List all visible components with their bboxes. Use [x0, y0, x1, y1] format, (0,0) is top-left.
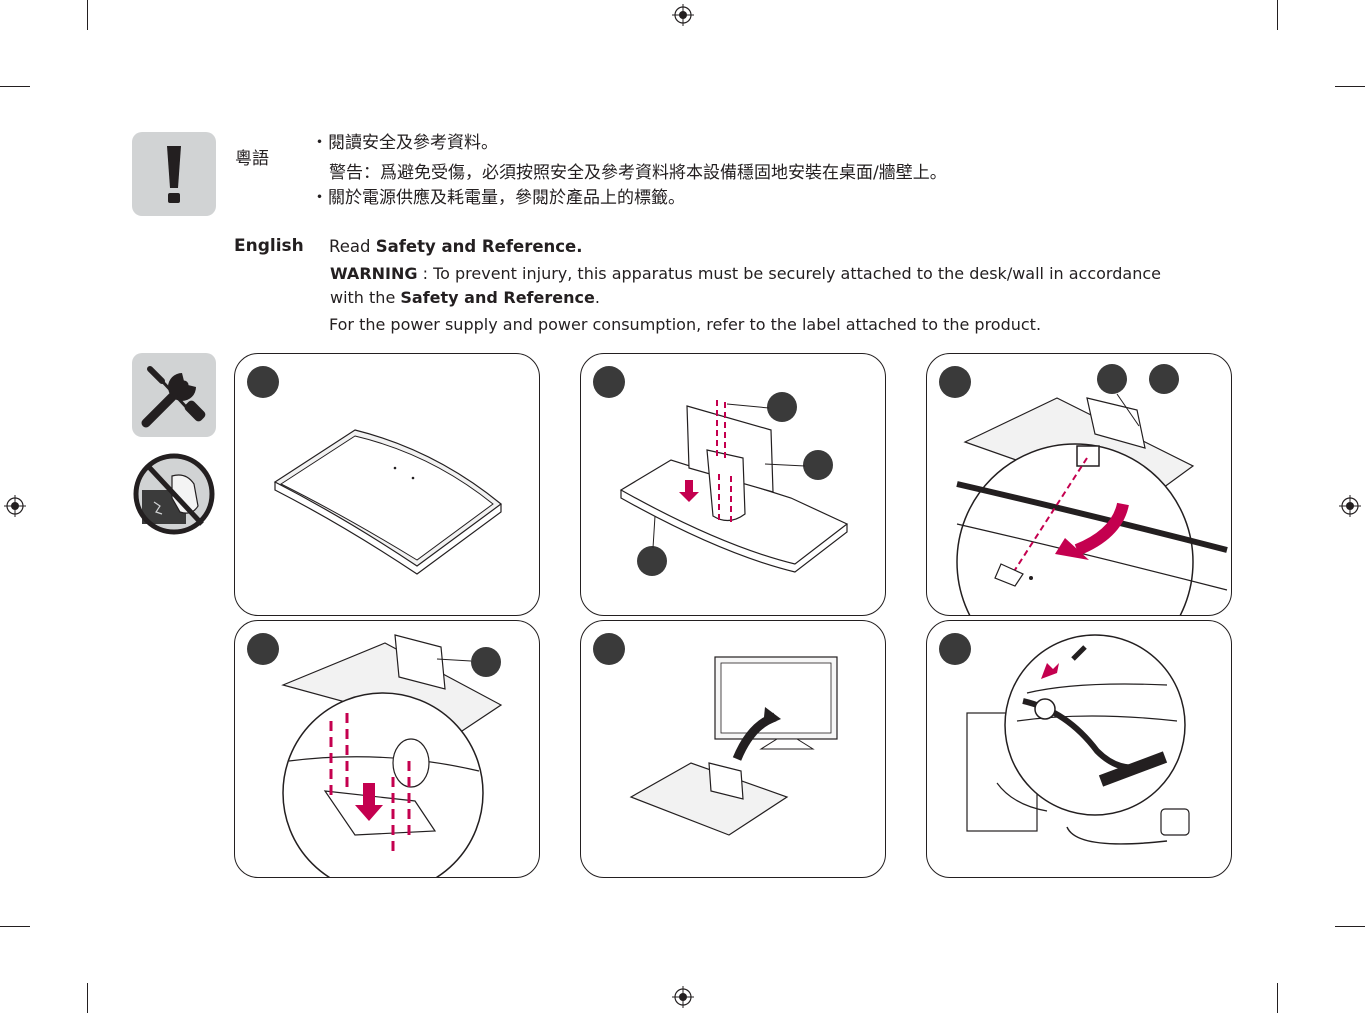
no-touch-screen-icon [133, 453, 215, 535]
wrench-screwdriver-icon [141, 366, 206, 428]
step-panel-6 [926, 620, 1232, 878]
screw-stand-illustration [281, 634, 503, 877]
english-label: English [234, 236, 304, 256]
warning-cont-suffix: . [594, 288, 600, 307]
callout-2a [767, 392, 797, 422]
english-warning-cont: with the Safety and Reference. [330, 288, 600, 307]
tv-upright-illustration [629, 656, 838, 836]
tv-face-down-illustration [273, 429, 502, 575]
registration-mark-icon [672, 986, 694, 1008]
crop-mark [1277, 0, 1278, 30]
crop-mark [87, 0, 88, 30]
step-badge-6 [939, 633, 971, 665]
crop-mark [0, 86, 30, 87]
read-bold: Safety and Reference. [375, 237, 583, 256]
callout-3b [1149, 364, 1179, 394]
cantonese-warning: 警告：爲避免受傷，必須按照安全及參考資料將本設備穩固地安裝在桌面/牆壁上。 [329, 163, 947, 183]
english-power-line: For the power supply and power consumpti… [329, 315, 1042, 334]
stand-assembly-illustration [619, 400, 849, 573]
callout-3a [1097, 364, 1127, 394]
cable-holder-illustration [966, 634, 1190, 845]
english-read-line: Read Safety and Reference. [329, 237, 583, 256]
cantonese-bullet-2: ・關於電源供應及耗電量，參閱於產品上的標籤。 [311, 188, 685, 208]
step-panel-4 [234, 620, 540, 878]
step-panel-3 [926, 353, 1232, 616]
warning-bold: WARNING [330, 264, 418, 283]
stand-attach-illustration [956, 393, 1228, 615]
cantonese-bullet-1: ・閱讀安全及參考資料。 [311, 133, 498, 153]
read-prefix: Read [329, 237, 376, 256]
step-panel-2 [580, 353, 886, 616]
step-badge-1 [247, 366, 279, 398]
crop-mark [87, 983, 88, 1013]
registration-mark-icon [672, 4, 694, 26]
step-panel-1 [234, 353, 540, 616]
exclamation-icon [167, 146, 181, 203]
registration-mark-icon [4, 495, 26, 517]
callout-4a [471, 647, 501, 677]
crop-mark [1277, 983, 1278, 1013]
crop-mark [0, 926, 30, 927]
step-panel-5 [580, 620, 886, 878]
step-badge-4 [247, 633, 279, 665]
callout-2b [803, 450, 833, 480]
step-badge-2 [593, 366, 625, 398]
tools-box [132, 353, 216, 437]
caution-box [132, 132, 216, 216]
crop-mark [1335, 86, 1365, 87]
warning-cont-prefix: with the [330, 288, 401, 307]
callout-2c [637, 546, 667, 576]
warning-cont-bold: Safety and Reference [400, 288, 595, 307]
english-warning-line: WARNING : To prevent injury, this appara… [330, 264, 1161, 283]
registration-mark-icon [1339, 495, 1361, 517]
warning-text: : To prevent injury, this apparatus must… [417, 264, 1161, 283]
step-badge-5 [593, 633, 625, 665]
step-badge-3 [939, 366, 971, 398]
cantonese-label: 粵語 [235, 149, 269, 169]
crop-mark [1335, 926, 1365, 927]
